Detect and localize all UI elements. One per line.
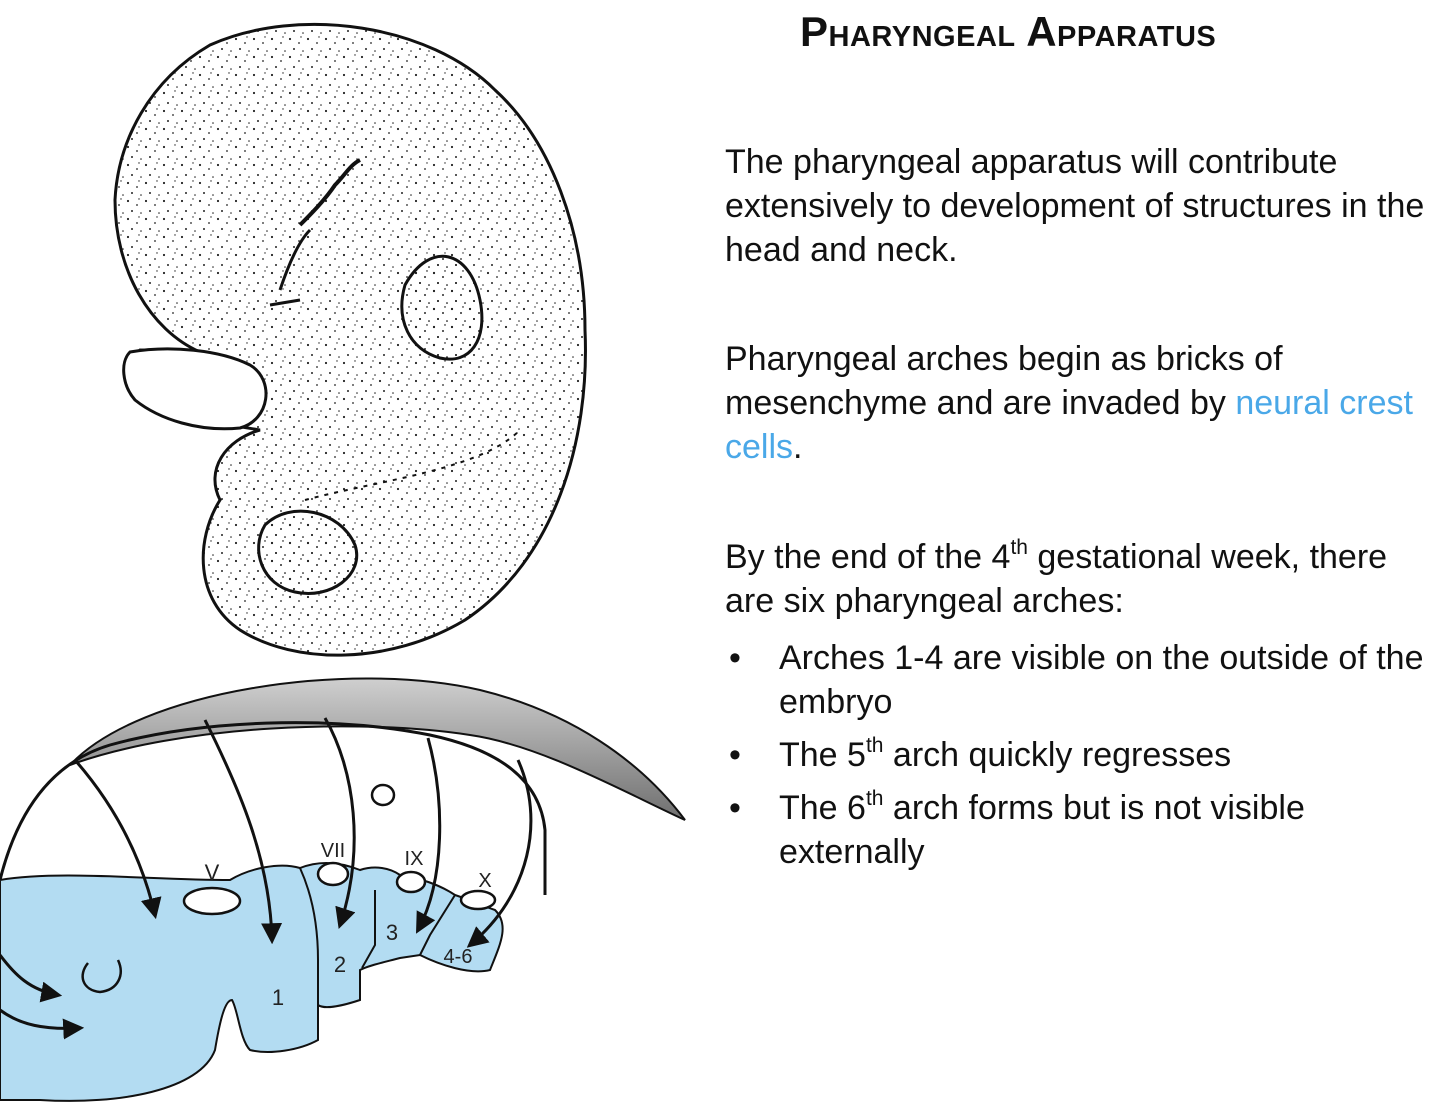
heart-bulge bbox=[400, 254, 484, 361]
pharyngeal-arches-region bbox=[0, 862, 504, 1102]
arch-boundary bbox=[299, 867, 319, 1005]
page-title: Pharyngeal Apparatus bbox=[800, 8, 1217, 55]
arch-cleft bbox=[298, 158, 361, 227]
bullet-item: • The 5th arch quickly regresses bbox=[725, 733, 1425, 777]
embryo-illustration: V VII IX X 1 2 3 4-6 bbox=[0, 22, 686, 1102]
arrow-to-arch-3 bbox=[416, 737, 442, 934]
bullet-item: • The 6th arch forms but is not visible e… bbox=[725, 786, 1425, 874]
otic-vesicle bbox=[370, 783, 396, 807]
label-arch-2: 2 bbox=[334, 952, 346, 977]
ganglion-ix bbox=[395, 870, 427, 894]
bullet-dot: • bbox=[729, 789, 741, 827]
arches-paragraph-end: . bbox=[793, 428, 803, 466]
ganglion-vii bbox=[316, 861, 350, 887]
arches-bullet-list: • Arches 1-4 are visible on the outside o… bbox=[725, 636, 1425, 883]
arch-boundary bbox=[419, 894, 456, 956]
arches-paragraph: Pharyngeal arches begin as bricks of mes… bbox=[725, 337, 1425, 469]
bullet-text-end: arch quickly regresses bbox=[883, 736, 1232, 774]
bullet-text-end: arch forms but is not visible externally bbox=[779, 789, 1305, 871]
arrow-to-arch-1b bbox=[203, 719, 283, 945]
limb-bud bbox=[122, 347, 268, 431]
label-nerve-v: V bbox=[205, 860, 220, 885]
neural-crest-highlight: neural crest cells bbox=[725, 384, 1413, 466]
tail-loop bbox=[257, 509, 359, 595]
migration-arrows bbox=[0, 717, 533, 1040]
arch-boundary bbox=[361, 890, 376, 969]
bullet-dot: • bbox=[729, 736, 741, 774]
arrow-to-arch-1a bbox=[73, 759, 162, 920]
eye-outline bbox=[81, 959, 122, 994]
embryo-body-outline bbox=[113, 22, 587, 657]
week-paragraph-end: gestational week, there are six pharynge… bbox=[725, 538, 1388, 620]
ordinal-suffix: th bbox=[865, 787, 884, 810]
head-outline bbox=[0, 721, 547, 895]
week-paragraph-text: By the end of the 4 bbox=[725, 538, 1011, 576]
week-paragraph: By the end of the 4th gestational week, … bbox=[725, 535, 1425, 623]
ganglion-x bbox=[459, 889, 497, 911]
bullet-text: The 6 bbox=[779, 789, 866, 827]
arrow-to-arch-2 bbox=[323, 717, 356, 929]
bullet-item: • Arches 1-4 are visible on the outside o… bbox=[725, 636, 1425, 724]
body-curve bbox=[304, 429, 521, 501]
ganglion-v bbox=[182, 886, 242, 916]
ordinal-suffix: th bbox=[1010, 536, 1028, 559]
arrow-frontonasal-a bbox=[0, 954, 63, 1003]
arches-paragraph-text: Pharyngeal arches begin as bricks of mes… bbox=[725, 340, 1283, 422]
label-arch-1: 1 bbox=[272, 985, 284, 1010]
label-arch-4-6: 4-6 bbox=[444, 946, 473, 968]
bullet-dot: • bbox=[729, 639, 741, 677]
label-arch-3: 3 bbox=[386, 920, 398, 945]
ordinal-suffix: th bbox=[865, 734, 884, 757]
arrow-to-arch-4-6 bbox=[466, 759, 533, 948]
embryo-drawing bbox=[113, 22, 587, 657]
arrow-frontonasal-b bbox=[0, 1008, 85, 1040]
bullet-text: The 5 bbox=[779, 736, 866, 774]
label-nerve-ix: IX bbox=[405, 848, 424, 870]
neural-crest-band bbox=[69, 677, 686, 821]
intro-paragraph: The pharyngeal apparatus will contribute… bbox=[725, 143, 1425, 269]
label-nerve-x: X bbox=[478, 870, 491, 892]
arch-cleft bbox=[269, 228, 312, 307]
label-nerve-vii: VII bbox=[321, 840, 345, 862]
bullet-text: Arches 1-4 are visible on the outside of… bbox=[779, 639, 1424, 721]
